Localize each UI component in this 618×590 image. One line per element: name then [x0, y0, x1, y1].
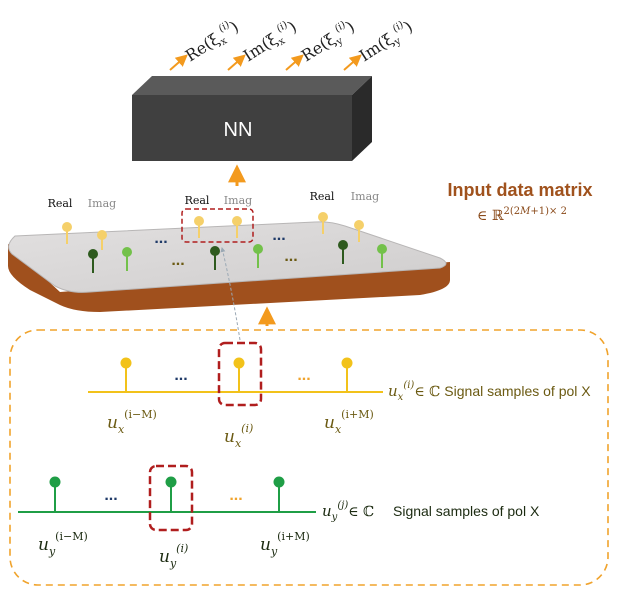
pol-y-label-center: uy(i): [159, 542, 188, 570]
slab-dots-olive-2: ...: [284, 248, 297, 265]
output-group: Re(ξx(i)) Im(ξx(i)) Re(ξy(i)) Im(ξy(i)): [169, 16, 417, 71]
pol-x-ellipsis-left: ...: [174, 367, 187, 384]
output-im-x-sub: x: [276, 35, 287, 47]
output-re-x-label: Re(ξx(i)): [181, 16, 243, 68]
pol-y-selection-box: [148, 464, 194, 532]
slab-pin-dark-green-1: [88, 249, 98, 273]
pol-y-pin-center: [165, 476, 177, 512]
output-arrow-1: [169, 54, 188, 71]
slab-pin-light-green-1: [122, 247, 132, 271]
pol-y-description: uy(j)∈ ℂ: [322, 500, 374, 523]
slab-dots-olive-1: ...: [171, 252, 184, 269]
output-im-y-sup: (i): [391, 20, 406, 35]
output-re-y-label: Re(ξy(i)): [297, 16, 359, 68]
slab-pin-imag-1: [97, 230, 107, 250]
output-im-x: Im(ξx(i)): [239, 16, 301, 68]
pol-y-ellipsis-left: ...: [104, 487, 117, 504]
pol-y-pin-right: [273, 476, 285, 512]
output-re-x-sup: (i): [217, 20, 232, 35]
slab-pin-light-green-2: [253, 244, 263, 268]
output-arrow-2: [227, 54, 246, 71]
slab-dots-navy-2: ...: [272, 227, 285, 244]
pol-y-label-left: uy(i−M): [38, 530, 88, 558]
pol-y-row: ... ... uy(i−M) uy(i) uy(i+M) uy(j)∈ ℂ S…: [18, 464, 540, 570]
pol-y-ellipsis-right: ...: [229, 487, 242, 504]
matrix-dimension: ∈ ℝ2(2M+1)× 2: [477, 206, 567, 224]
pol-x-label-right: ux(i+M): [324, 408, 374, 436]
col-label-real-1: Real: [48, 197, 73, 210]
nn-box-top: [132, 76, 372, 95]
slab-pin-real-2: [194, 216, 204, 238]
nn-box-side: [352, 76, 372, 161]
nn-box-label: NN: [224, 119, 253, 141]
col-label-imag-2: Imag: [224, 194, 252, 207]
pol-x-label-center: ux(i): [224, 422, 253, 450]
pol-x-ellipsis-right: ...: [297, 367, 310, 384]
col-label-real-3: Real: [310, 190, 335, 203]
pol-y-pin-left: [49, 476, 61, 512]
slab-pin-dark-green-3: [338, 240, 348, 264]
output-im-x-label: Im(ξx(i)): [239, 16, 301, 68]
pol-x-label-left: ux(i−M): [107, 408, 157, 436]
pol-x-pin-right: [341, 357, 353, 392]
pol-y-label-right: uy(i+M): [260, 530, 310, 558]
output-re-y: Re(ξy(i)): [297, 16, 359, 68]
slab-top: [8, 221, 447, 293]
output-re-x-sub: x: [218, 35, 229, 47]
col-label-imag-1: Imag: [88, 197, 116, 210]
slab-dots-navy-1: ...: [154, 230, 167, 247]
output-arrow-4: [343, 54, 362, 71]
slab-dots: ... ... ... ...: [154, 227, 297, 269]
output-re-y-sub: y: [334, 35, 346, 48]
matrix-title: Input data matrix: [447, 180, 592, 200]
slab-pin-light-green-3: [377, 244, 387, 268]
output-im-y-label: Im(ξy(i)): [355, 16, 417, 68]
output-im-y: Im(ξy(i)): [355, 16, 417, 68]
output-re-x: Re(ξx(i)): [181, 16, 243, 68]
output-re-y-sup: (i): [333, 20, 348, 35]
pol-x-pin-center: [233, 357, 245, 392]
slab-pin-real-3: [318, 212, 328, 234]
col-label-imag-3: Imag: [351, 190, 379, 203]
slab-pin-dark-green-2: [210, 246, 220, 270]
col-label-real-2: Real: [185, 194, 210, 207]
nn-box-front: [132, 95, 352, 161]
slab-side: [8, 244, 450, 312]
slab-selection-box: [181, 208, 254, 243]
slab-pins: [62, 212, 387, 273]
pol-y-description-text: Signal samples of pol X: [393, 503, 540, 519]
output-im-y-sub: y: [392, 35, 404, 48]
slab-pin-imag-2: [232, 216, 242, 238]
slab-pin-imag-3: [354, 220, 364, 242]
input-slab: [8, 221, 450, 312]
nn-box: NN: [132, 76, 372, 161]
matrix-col-labels: Real Imag Real Imag Real Imag: [48, 190, 380, 210]
pol-x-selection-box: [217, 341, 263, 407]
pol-x-pin-left: [120, 357, 132, 392]
output-im-x-sup: (i): [275, 20, 290, 35]
slab-pin-real-1: [62, 222, 72, 244]
input-region: [9, 329, 609, 586]
output-arrow-3: [285, 54, 304, 71]
